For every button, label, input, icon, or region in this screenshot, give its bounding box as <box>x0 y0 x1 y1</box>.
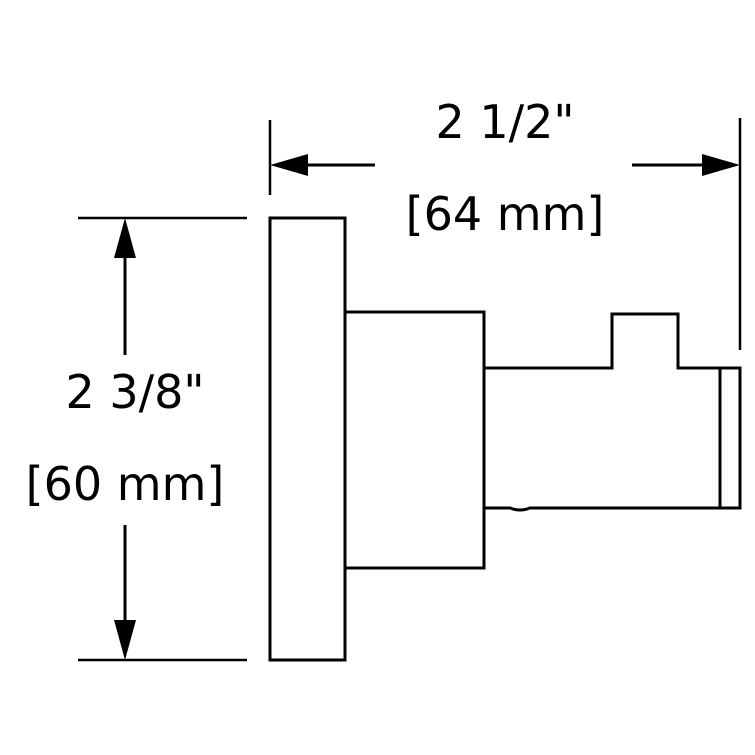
height-imperial-label: 2 3/8" <box>65 365 204 419</box>
width-dimension: 2 1/2" [64 mm] <box>268 95 742 350</box>
wall-plate <box>268 216 347 662</box>
width-imperial-label: 2 1/2" <box>435 95 574 149</box>
hook-arm-top <box>484 312 742 510</box>
height-arrow-bottom <box>114 620 136 660</box>
height-metric-label: [60 mm] <box>26 457 225 511</box>
width-arrow-left <box>270 154 308 176</box>
hook-arm-bottom <box>484 506 720 512</box>
width-arrow-right <box>702 154 740 176</box>
height-dimension: 2 3/8" [60 mm] <box>26 216 247 662</box>
base-block <box>345 310 486 570</box>
height-arrow-top <box>114 218 136 258</box>
hook-outline <box>268 216 742 662</box>
width-metric-label: [64 mm] <box>406 187 605 241</box>
